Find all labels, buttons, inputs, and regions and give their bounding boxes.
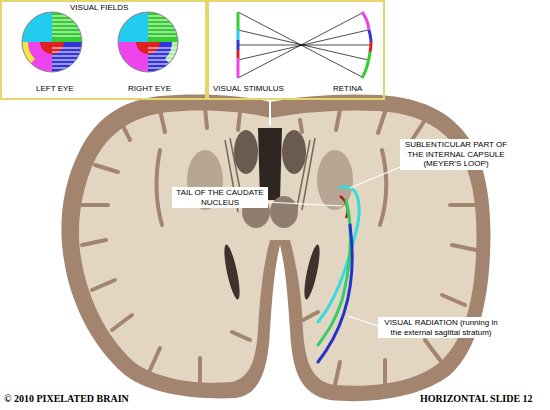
light-ray	[238, 12, 364, 78]
macular-field	[136, 42, 148, 54]
occipital-horn	[221, 244, 242, 301]
light-rays	[238, 12, 370, 78]
retina-segment	[369, 30, 371, 42]
gyrus	[335, 362, 340, 385]
gyrus	[160, 110, 165, 132]
hatch-line	[148, 36, 178, 37]
insula	[156, 150, 162, 225]
gyrus	[150, 348, 160, 370]
light-ray	[238, 30, 368, 60]
stimulus-bar	[237, 12, 240, 78]
hatch-line	[148, 24, 178, 25]
hatch-line	[52, 56, 82, 57]
hatch-line	[52, 28, 82, 29]
stimulus-segment	[237, 58, 240, 78]
hatch-line	[52, 32, 82, 33]
gyrus	[198, 358, 202, 382]
gyrus	[303, 312, 318, 320]
leader-line	[266, 202, 342, 206]
stimulus-segment	[237, 30, 240, 40]
hatching	[148, 16, 178, 68]
retina-segment	[362, 52, 370, 78]
hatch-line	[52, 36, 82, 37]
hatch-line	[148, 60, 178, 61]
gyrus	[425, 340, 440, 360]
gyrus	[378, 112, 385, 133]
optics-inset	[238, 12, 371, 78]
hatch-line	[52, 20, 82, 21]
footer-text: HORIZONTAL SLIDE 12	[420, 394, 533, 404]
gyrus	[442, 295, 465, 305]
caudate-head	[234, 130, 258, 174]
structure-label: VISUAL RADIATION (running in the externa…	[378, 317, 504, 338]
structure-label: TAIL OF THE CAUDATE NUCLEUS	[172, 187, 268, 208]
hatch-line	[148, 28, 178, 29]
eye-field-outline	[22, 12, 82, 72]
hatch-line	[52, 24, 82, 25]
inset-caption: RETINA	[333, 84, 362, 93]
caudate-head	[282, 130, 306, 174]
gyrus	[450, 203, 475, 207]
leader-line	[350, 165, 405, 188]
footer-text: © 2010 PIXELATED BRAIN	[4, 394, 129, 404]
occipital-horn	[301, 244, 322, 301]
hatch-line	[52, 60, 82, 61]
inset-caption: RIGHT EYE	[128, 84, 171, 93]
hatch-line	[52, 52, 82, 53]
leader-lines	[266, 165, 405, 328]
hatch-line	[148, 32, 178, 33]
thalamus	[270, 196, 298, 228]
hatch-line	[148, 48, 178, 49]
hatch-line	[52, 64, 82, 65]
inset-title: VISUAL FIELDS	[70, 3, 128, 12]
gyrus	[92, 280, 115, 290]
gyrus	[336, 110, 340, 130]
gyrus	[82, 240, 106, 245]
stimulus-segment	[237, 50, 240, 58]
gyrus	[238, 112, 240, 130]
retina-segment	[370, 42, 371, 52]
visual-fields-inset	[22, 12, 178, 72]
stimulus-segment	[237, 12, 240, 30]
gyrus	[82, 203, 108, 207]
gyrus	[205, 108, 207, 128]
hatching	[52, 16, 82, 68]
upper-fibers	[318, 225, 352, 362]
inset-box: VISUAL STIMULUS RETINA	[207, 0, 385, 100]
gyrus	[300, 120, 302, 132]
eye-field-outline	[118, 12, 178, 72]
gyrus	[232, 332, 250, 340]
hatch-line	[148, 56, 178, 57]
gyrus	[95, 165, 118, 172]
gyrus	[383, 360, 387, 385]
gyrus	[452, 245, 476, 250]
insula	[380, 150, 386, 225]
inset-title: VISUAL STIMULUS	[213, 84, 284, 93]
retina-arc	[362, 12, 371, 78]
hatch-line	[148, 64, 178, 65]
gyrus	[112, 315, 132, 330]
gyrus	[120, 120, 130, 140]
stimulus-segment	[237, 40, 240, 50]
gyrus	[412, 120, 425, 140]
structure-label: SUBLENTICULAR PART OF THE INTERNAL CAPSU…	[400, 139, 512, 170]
central-fibers	[318, 200, 350, 345]
retina-segment	[362, 12, 369, 30]
inset-caption: LEFT EYE	[36, 84, 74, 93]
macular-field	[40, 42, 52, 54]
midline-fissure	[269, 96, 271, 126]
inset-box: VISUAL FIELDS LEFT EYE RIGHT EYE	[0, 0, 207, 100]
hatch-line	[52, 48, 82, 49]
hatch-line	[148, 20, 178, 21]
visual-tracts	[318, 187, 359, 362]
hatch-line	[148, 52, 178, 53]
